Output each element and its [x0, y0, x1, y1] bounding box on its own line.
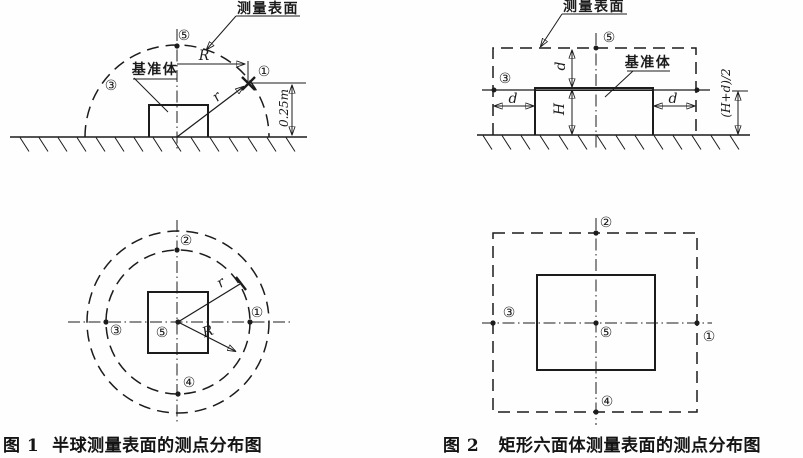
height-025m-label: 0.25m: [277, 88, 291, 128]
measurement-surface-label: 测量表面: [237, 1, 299, 17]
point-2-marker: ②: [599, 215, 613, 231]
radius-r-tick: [235, 276, 247, 291]
radius-r-line: [177, 283, 241, 323]
radius-R-label: R: [198, 48, 210, 64]
reference-box: [534, 87, 654, 135]
measurement-surface-leader: [207, 15, 300, 49]
point3-dot: [490, 320, 496, 326]
reference-body-label: 基准体: [624, 55, 672, 71]
measurement-surface-leader: [541, 13, 627, 46]
gap-d-left-label: d: [508, 91, 518, 107]
point-1-marker: ①: [250, 305, 264, 321]
point2-dot: [174, 247, 180, 253]
point4-dot: [593, 409, 599, 415]
point3-dot: [103, 319, 109, 325]
point-3-marker: ③: [104, 78, 118, 94]
reference-box-plan: [147, 291, 209, 354]
figure2-caption: 图 2 矩形六面体测量表面的测点分布图: [443, 436, 762, 456]
point1-dot: [694, 320, 700, 326]
point-5-marker: ⑤: [602, 30, 616, 46]
point5-dot: [593, 45, 599, 51]
point-2-marker: ②: [179, 233, 193, 249]
gap-d-right-label: d: [668, 91, 678, 107]
reference-box: [148, 104, 209, 137]
point-4-marker: ④: [182, 375, 196, 391]
reference-box-plan: [536, 274, 656, 371]
point5-dot: [175, 319, 181, 325]
gap-d-top-label: d: [553, 61, 569, 71]
point-4-marker: ④: [600, 394, 614, 410]
point1-dot: [694, 87, 700, 93]
ground-hatching: [19, 137, 296, 152]
mid-height-label: (H+d)/2: [719, 68, 733, 118]
point-1-marker: ①: [702, 329, 716, 345]
point-5-marker: ⑤: [177, 28, 191, 44]
point2-dot: [593, 230, 599, 236]
radius-R-line: [177, 321, 235, 351]
point5-dot: [174, 43, 180, 49]
point1-dot: [247, 319, 253, 325]
box-height-H-label: H: [552, 102, 568, 116]
fig2-side-view: [477, 13, 750, 150]
point-3-marker: ③: [502, 305, 516, 321]
point4-dot: [175, 391, 181, 397]
fig1-side-view: [10, 15, 307, 152]
point-5-marker: ⑤: [155, 325, 169, 341]
fig1-plan-view: [68, 220, 291, 422]
measurement-surface-label: 测量表面: [563, 0, 625, 15]
point-3-marker: ③: [109, 323, 123, 339]
reference-body-leader: [133, 77, 177, 113]
point-3-marker: ③: [498, 71, 512, 87]
point-1-marker: ①: [257, 64, 271, 80]
fig2-plan-view: [482, 218, 712, 425]
point-5-marker: ⑤: [599, 325, 613, 341]
reference-body-leader: [604, 70, 670, 98]
radius-r-line: [176, 87, 243, 138]
ground-hatching: [482, 135, 740, 150]
reference-body-label: 基准体: [131, 62, 179, 78]
point3-dot: [491, 87, 497, 93]
figure1-caption: 图 1 半球测量表面的测点分布图: [3, 436, 263, 456]
point5-dot: [593, 320, 599, 326]
